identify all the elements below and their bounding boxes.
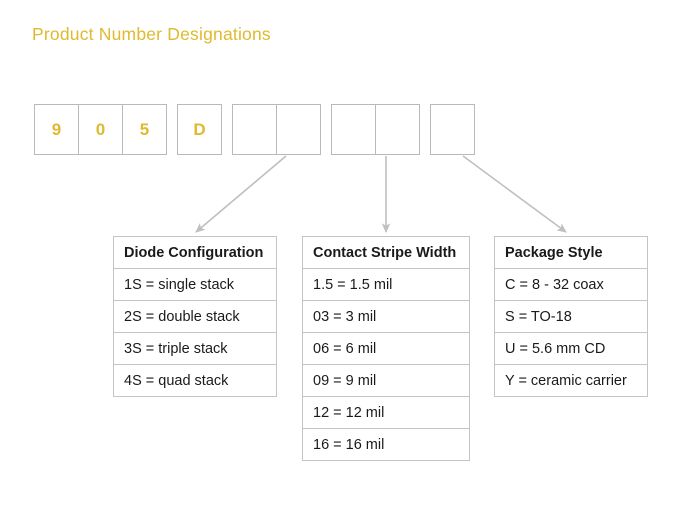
legend-header-package: Package Style	[494, 236, 648, 269]
legend-row: 12 = 12 mil	[302, 396, 470, 429]
legend-row: U = 5.6 mm CD	[494, 332, 648, 365]
legend-row: 4S = quad stack	[113, 364, 277, 397]
code-cell-9[interactable]: 9	[34, 104, 79, 155]
code-cell-D[interactable]: D	[177, 104, 222, 155]
legend-row: 03 = 3 mil	[302, 300, 470, 333]
code-cell-blank[interactable]	[331, 104, 376, 155]
legend-row: 2S = double stack	[113, 300, 277, 333]
code-group-package-style-slot	[430, 104, 475, 155]
code-group-device-letter: D	[177, 104, 222, 155]
legend-row: 09 = 9 mil	[302, 364, 470, 397]
code-cell-blank[interactable]	[232, 104, 277, 155]
code-cell-5[interactable]: 5	[122, 104, 167, 155]
code-cell-blank[interactable]	[430, 104, 475, 155]
legend-row: 06 = 6 mil	[302, 332, 470, 365]
code-cell-blank[interactable]	[276, 104, 321, 155]
code-cell-0[interactable]: 0	[78, 104, 123, 155]
page-title: Product Number Designations	[32, 24, 271, 44]
legend-row: 3S = triple stack	[113, 332, 277, 365]
legend-row: S = TO-18	[494, 300, 648, 333]
code-cell-blank[interactable]	[375, 104, 420, 155]
legend-row: 16 = 16 mil	[302, 428, 470, 461]
arrow-to-package-style	[462, 155, 567, 233]
arrow-to-diode-configuration	[195, 155, 287, 233]
legend-header-diode: Diode Configuration	[113, 236, 277, 269]
legend-row: 1S = single stack	[113, 268, 277, 301]
legend-row: 1.5 = 1.5 mil	[302, 268, 470, 301]
legend-row: C = 8 - 32 coax	[494, 268, 648, 301]
legend-header-stripe: Contact Stripe Width	[302, 236, 470, 269]
code-group-diode-configuration-slot	[232, 104, 321, 155]
code-group-contact-stripe-width-slot	[331, 104, 420, 155]
legend-row: Y = ceramic carrier	[494, 364, 648, 397]
